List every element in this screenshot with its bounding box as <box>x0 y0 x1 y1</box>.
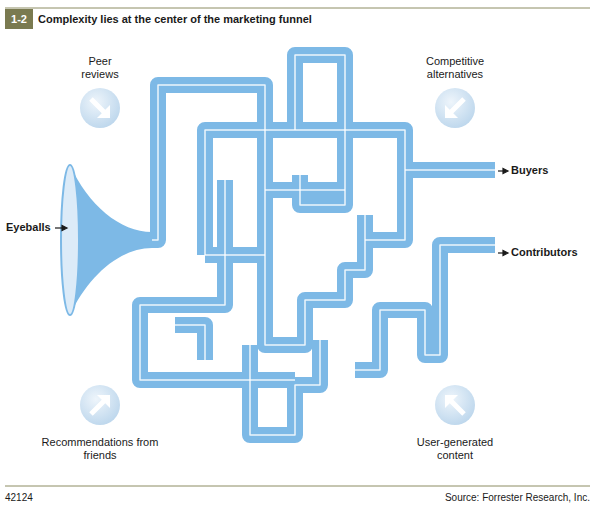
pipe-highlight <box>140 180 295 380</box>
pipe-highlight <box>175 325 205 360</box>
pipe <box>250 340 320 435</box>
pipe <box>355 245 495 370</box>
pipe-highlight <box>205 130 405 255</box>
pipe-highlight <box>355 245 495 370</box>
figure-id: 42124 <box>5 491 33 504</box>
influence-label: Competitive alternatives <box>412 55 498 81</box>
arrow-shaft <box>451 99 464 112</box>
pipe-highlight <box>265 190 365 345</box>
input-label: Eyeballs <box>6 221 51 234</box>
icon-circle <box>80 88 120 128</box>
influence-label: Peer reviews <box>70 55 130 81</box>
influence-icons <box>80 88 475 425</box>
pipe <box>265 190 365 345</box>
source-note: Source: Forrester Research, Inc. <box>445 491 590 504</box>
pipe-highlight <box>250 340 320 435</box>
arrow-shaft <box>91 99 104 112</box>
icon-circle <box>80 385 120 425</box>
influence-icon <box>435 88 475 128</box>
influence-icon <box>80 88 120 128</box>
pipe-highlight <box>265 189 345 191</box>
pipe-highlight <box>295 55 345 205</box>
output-label: Contributors <box>511 246 578 259</box>
pointer-arrows <box>55 169 508 256</box>
pipe <box>265 182 345 198</box>
figure-number: 1-2 <box>5 9 33 29</box>
pipe-highlight <box>205 254 265 256</box>
arrow-shaft <box>451 401 464 414</box>
pipe <box>175 325 205 360</box>
icon-circle <box>435 88 475 128</box>
funnel <box>70 165 152 315</box>
pipe <box>205 130 405 255</box>
arrow-head <box>97 105 110 118</box>
arrow-head <box>445 395 458 408</box>
top-rule <box>5 8 590 9</box>
arrow-shaft <box>91 401 104 414</box>
output-label: Buyers <box>511 164 548 177</box>
influence-icon <box>80 385 120 425</box>
arrow-head <box>445 105 458 118</box>
influence-icon <box>435 385 475 425</box>
icon-circle <box>435 385 475 425</box>
figure-title: Complexity lies at the center of the mar… <box>38 13 312 26</box>
pipe <box>205 247 265 263</box>
bottom-rule <box>5 486 590 487</box>
pipe-highlight <box>148 85 265 240</box>
pipe-maze <box>140 55 495 435</box>
influence-label: User-generated content <box>409 436 501 462</box>
pipe-highlight <box>405 169 495 171</box>
influence-label: Recommendations from friends <box>30 436 170 462</box>
pipe <box>405 162 495 178</box>
arrow-head <box>97 395 110 408</box>
funnel-mouth <box>61 165 79 315</box>
